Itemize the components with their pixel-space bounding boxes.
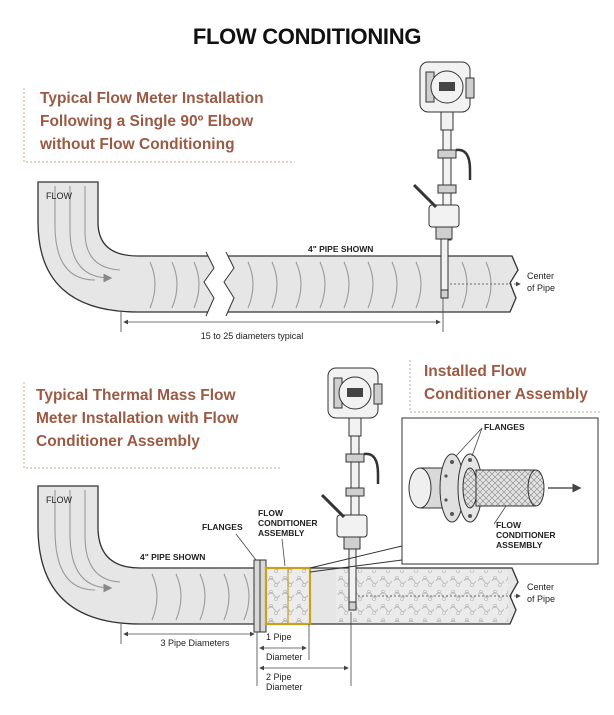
bottom-flow-meter [320,367,383,611]
top-caption-bracket [23,88,295,163]
inset-conditioner-label-3: ASSEMBLY [496,540,543,550]
page-title: FLOW CONDITIONING [193,24,421,49]
dim-1-label-2: Diameter [266,652,303,662]
bottom-flanges-label: FLANGES [202,522,243,532]
conditioner-label-3: ASSEMBLY [258,528,305,538]
inset-leader-1 [309,545,403,569]
inset-detail: FLANGES FLOW CONDITIONER ASSEMBLY [401,417,599,565]
bottom-diagram: Typical Thermal Mass Flow Meter Installa… [23,360,600,692]
conditioner-label-1: FLOW [258,508,284,518]
top-center-label-2: of Pipe [527,283,555,293]
bottom-pipe-label: 4" PIPE SHOWN [140,552,205,562]
bottom-caption-line-3: Conditioner Assembly [36,433,200,450]
conditioner-leader [281,538,286,567]
top-center-label-1: Center [527,271,554,281]
top-pipe [37,181,519,313]
conditioner-label-2: CONDITIONER [258,518,318,528]
top-caption-line-1: Typical Flow Meter Installation [40,90,264,107]
bottom-center-label-1: Center [527,582,554,592]
bottom-caption-bracket [23,382,282,469]
top-pipe-label: 4" PIPE SHOWN [308,244,373,254]
dim-2-label-1: 2 Pipe [266,672,292,682]
bottom-flow-label: FLOW [46,495,73,505]
bottom-caption-line-2: Meter Installation with Flow [36,410,239,427]
inset-caption-bracket [409,360,600,413]
dim-2-label-2: Diameter [266,682,303,692]
top-pipe-break [204,252,234,316]
top-diagram: Typical Flow Meter Installation Followin… [23,61,555,341]
top-flow-arcs [149,261,492,309]
top-caption-line-3: without Flow Conditioning [39,136,235,153]
flanges-leader [235,533,257,561]
dim-1-label-1: 1 Pipe [266,632,292,642]
bottom-center-label-2: of Pipe [527,594,555,604]
top-dimension-label: 15 to 25 diameters typical [201,331,304,341]
dim-3-label: 3 Pipe Diameters [160,638,230,648]
inset-caption-line-2: Conditioner Assembly [424,386,588,403]
inset-conditioner-label-1: FLOW [496,520,522,530]
top-flow-label: FLOW [46,191,73,201]
inset-caption-line-1: Installed Flow [424,363,527,380]
top-flow-meter [412,61,475,299]
bottom-caption-line-1: Typical Thermal Mass Flow [36,387,236,404]
inset-leader-2 [309,559,403,573]
top-caption-line-2: Following a Single 90º Elbow [40,113,254,130]
inset-flanges-label: FLANGES [484,422,525,432]
inset-conditioner-label-2: CONDITIONER [496,530,556,540]
flange-pair [253,559,267,633]
bottom-flow-arcs [151,573,250,621]
